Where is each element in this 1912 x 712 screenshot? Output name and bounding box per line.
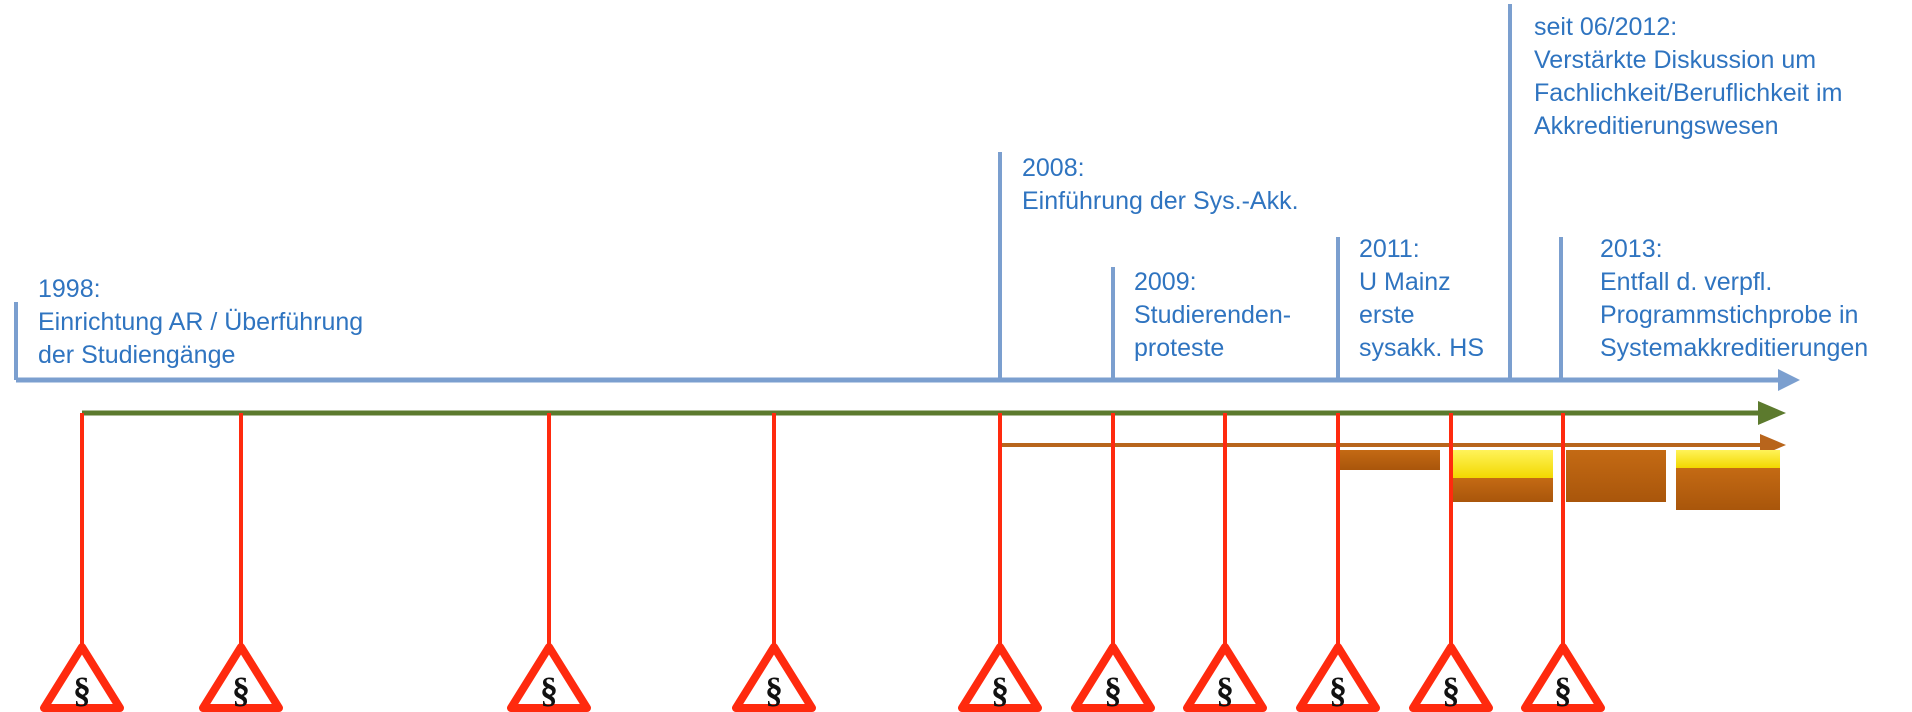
paragraph-symbol: § (1216, 670, 1234, 710)
event-label-2012: seit 06/2012: Verstärkte Diskussion um F… (1534, 13, 1843, 140)
warning-triangle-icon (1183, 643, 1267, 712)
bar-4-brown (1676, 468, 1780, 510)
bar-3 (1566, 450, 1666, 502)
bar-2-yellow (1453, 450, 1553, 478)
paragraph-symbol: § (1554, 670, 1572, 710)
main-timeline-arrowhead (1778, 369, 1800, 391)
paragraph-symbol: § (1329, 670, 1347, 710)
paragraph-symbol: § (1104, 670, 1122, 710)
warning-triangle-icon (1296, 643, 1380, 712)
green-arrowhead (1758, 401, 1786, 425)
bar-4-yellow (1676, 450, 1780, 468)
warning-triangle-icon (732, 643, 816, 712)
bar-2-brown (1453, 478, 1553, 502)
event-label-2008: 2008: Einführung der Sys.-Akk. (1022, 154, 1299, 215)
warning-triangle-icon (507, 643, 591, 712)
event-label-2009: 2009: Studierenden- proteste (1134, 268, 1292, 362)
event-label-1998: 1998: Einrichtung AR / Überführung der S… (38, 275, 364, 369)
warning-triangle-icon (199, 643, 283, 712)
paragraph-symbol: § (232, 670, 250, 710)
paragraph-symbol: § (991, 670, 1009, 710)
paragraph-symbol: § (765, 670, 783, 710)
law-markers: § § § § § § § § § § (40, 413, 1605, 712)
bar-1 (1340, 450, 1440, 470)
paragraph-symbol: § (1442, 670, 1460, 710)
event-label-2011: 2011: U Mainz erste sysakk. HS (1359, 235, 1485, 362)
event-label-2013: 2013: Entfall d. verpfl. Programmstichpr… (1600, 235, 1869, 362)
warning-triangle-icon (958, 643, 1042, 712)
warning-triangle-icon (1521, 643, 1605, 712)
warning-triangle-icon (40, 643, 124, 712)
warning-triangle-icon (1409, 643, 1493, 712)
paragraph-symbol: § (540, 670, 558, 710)
warning-triangle-icon (1071, 643, 1155, 712)
paragraph-symbol: § (73, 670, 91, 710)
